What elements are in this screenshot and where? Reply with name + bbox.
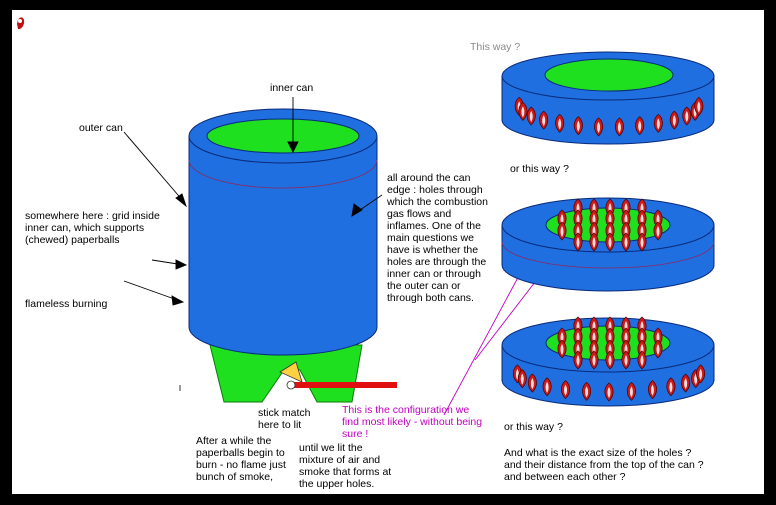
label-or-this-way-1: or this way ?: [510, 163, 569, 175]
main-can: [188, 108, 378, 356]
diagram-canvas: inner can outer can somewhere here : gri…: [12, 10, 764, 494]
label-until: until we lit the mixture of air and smok…: [299, 442, 392, 490]
label-stick-match: stick match here to lit: [258, 407, 311, 431]
logo-icon: [17, 17, 25, 30]
label-grid: somewhere here : grid inside inner can, …: [25, 210, 160, 246]
can-option-1: [501, 51, 715, 145]
label-size-question: And what is the exact size of the holes …: [504, 447, 704, 483]
label-outer-can: outer can: [79, 122, 123, 134]
label-this-way: This way ?: [470, 41, 521, 53]
label-flameless: flameless burning: [25, 298, 108, 310]
label-or-this-way-2: or this way ?: [504, 421, 563, 433]
label-configuration: This is the configuration we find most l…: [342, 404, 483, 440]
diagram-graphics: [17, 17, 715, 416]
label-holes: all around the can edge : holes through …: [387, 172, 488, 304]
label-inner-can: inner can: [270, 82, 314, 94]
can-base: [209, 344, 397, 403]
label-after-a-while: After a while the paperballs begin to bu…: [196, 435, 286, 483]
